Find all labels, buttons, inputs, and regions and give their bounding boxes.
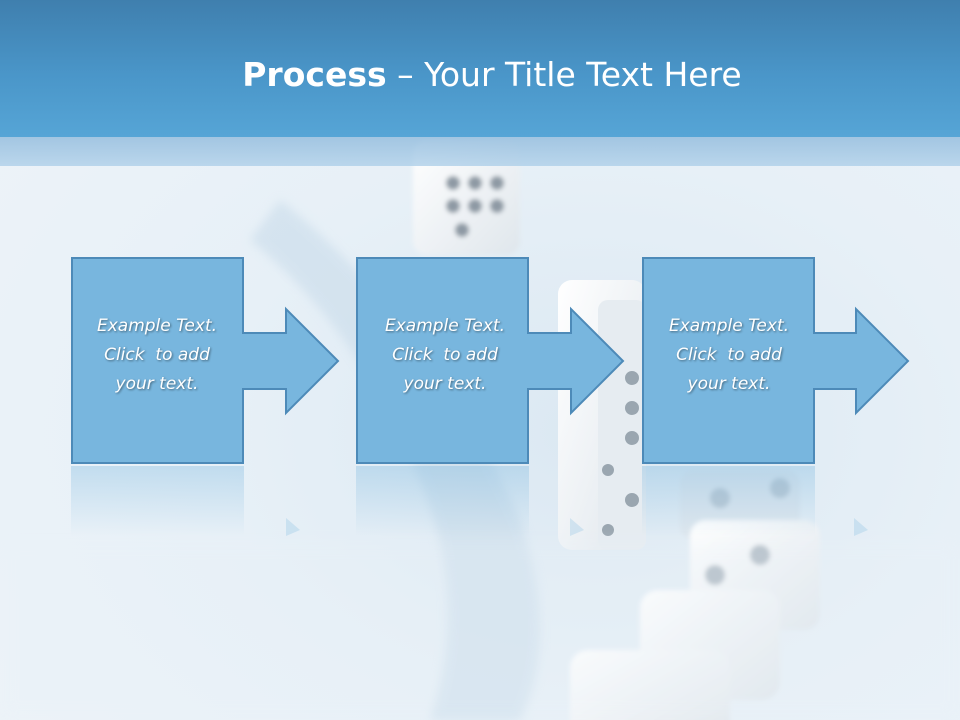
step-1-line-1: Example Text. [96, 316, 218, 336]
slide-title[interactable]: Process – Your Title Text Here [0, 52, 960, 98]
step-reflection-2 [356, 466, 529, 536]
step-2-line-3: your text. [403, 374, 487, 394]
slide-title-rest: – Your Title Text Here [386, 55, 742, 94]
step-text-2[interactable]: Example Text. Click to add your text. [358, 312, 532, 399]
step-3-line-2: Click to add [676, 345, 782, 365]
slide-title-bold: Process [242, 55, 387, 94]
title-strip [0, 137, 960, 166]
step-2-line-2: Click to add [392, 345, 498, 365]
title-bar [0, 0, 960, 137]
step-3-line-1: Example Text. [668, 316, 790, 336]
step-1-line-3: your text. [115, 374, 199, 394]
domino-top [413, 140, 520, 255]
step-box-3[interactable] [642, 257, 815, 464]
domino-middle [558, 280, 646, 550]
step-box-1[interactable] [71, 257, 244, 464]
step-text-1[interactable]: Example Text. Click to add your text. [70, 312, 244, 399]
step-1-line-2: Click to add [104, 345, 210, 365]
step-3-line-3: your text. [687, 374, 771, 394]
step-reflection-3 [642, 466, 815, 536]
step-reflection-1 [71, 466, 244, 536]
step-text-3[interactable]: Example Text. Click to add your text. [642, 312, 816, 399]
step-2-line-1: Example Text. [384, 316, 506, 336]
